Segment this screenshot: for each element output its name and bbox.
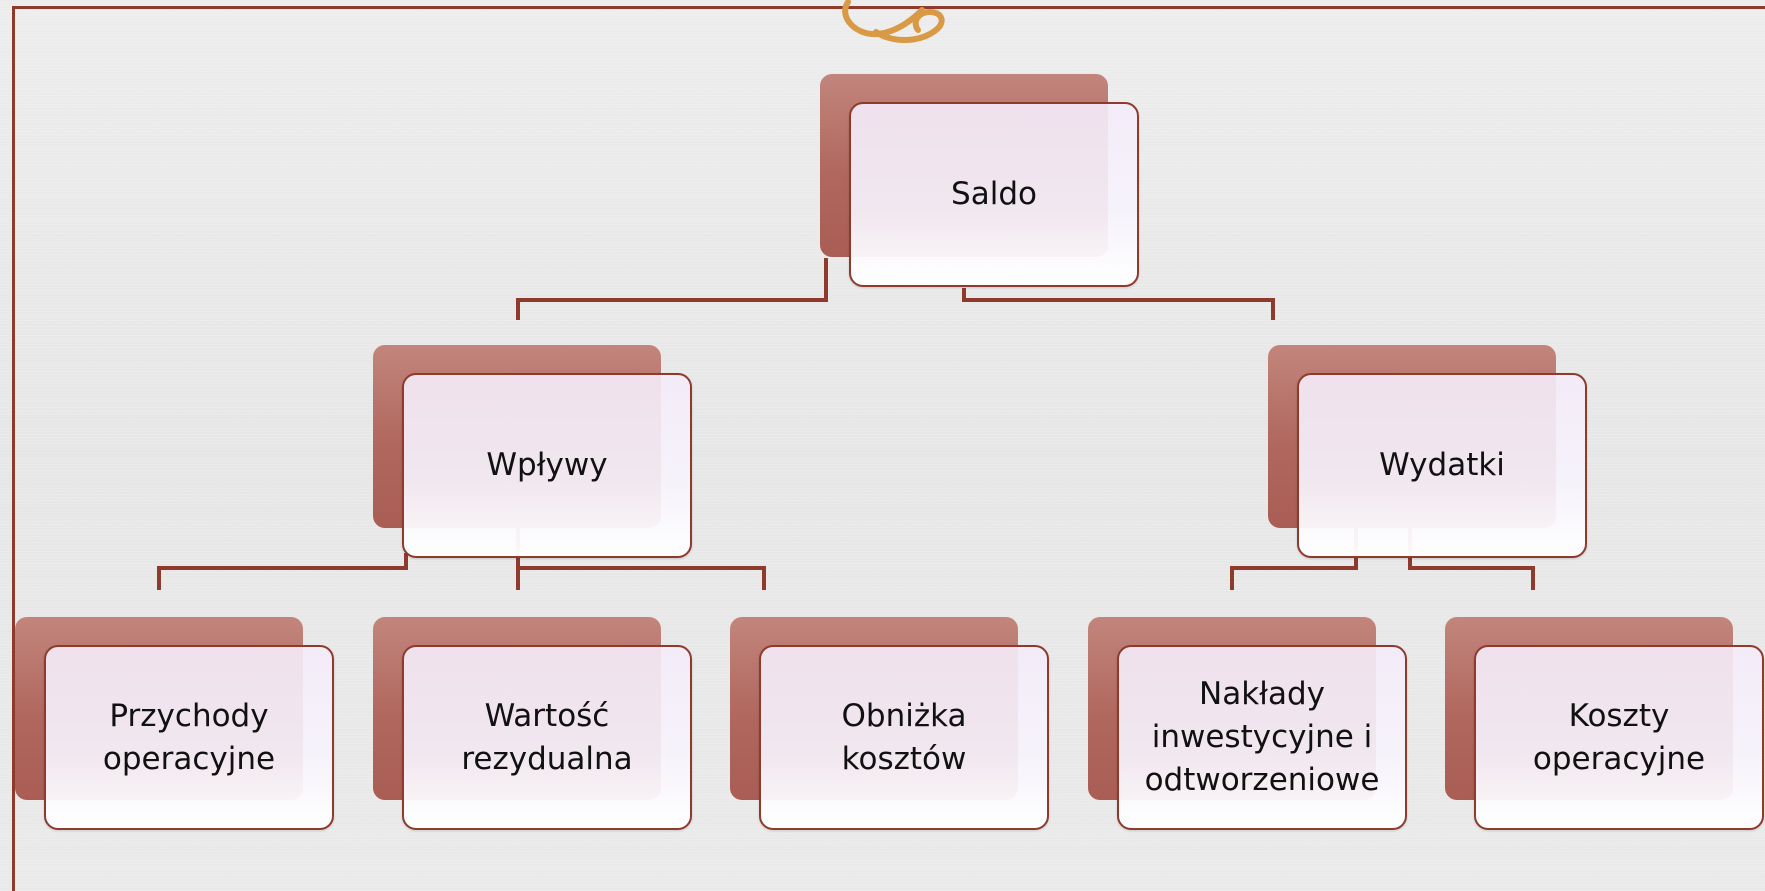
node-obnizka-kosztow: Obniżka kosztów — [730, 617, 1049, 830]
node-card: Wydatki — [1297, 373, 1587, 558]
node-label: Saldo — [951, 176, 1037, 212]
ornament-icon — [842, 0, 945, 43]
node-label: Nakłady inwestycyjne i odtworzeniowe — [1144, 676, 1380, 798]
node-przychody-operacyjne: Przychody operacyjne — [15, 617, 334, 830]
node-card: Koszty operacyjne — [1474, 645, 1764, 830]
node-label: Wpływy — [486, 447, 608, 483]
node-card: Obniżka kosztów — [759, 645, 1049, 830]
node-label: Wydatki — [1379, 447, 1505, 483]
node-saldo: Saldo — [820, 74, 1139, 287]
connector-saldo-wydatki — [962, 288, 1275, 320]
connector-saldo-wplywy — [516, 258, 828, 320]
node-wartosc-rezydualna: Wartość rezydualna — [373, 617, 692, 830]
slide-frame-top — [12, 6, 1765, 9]
node-card: Nakłady inwestycyjne i odtworzeniowe — [1117, 645, 1407, 830]
node-wplywy: Wpływy — [373, 345, 692, 558]
node-card: Przychody operacyjne — [44, 645, 334, 830]
node-label: Przychody operacyjne — [102, 697, 276, 777]
connector-wplywy-obnizka — [516, 566, 766, 590]
node-naklady-inwestycyjne: Nakłady inwestycyjne i odtworzeniowe — [1088, 617, 1407, 830]
connector-wplywy-przychody — [157, 553, 408, 590]
node-wydatki: Wydatki — [1268, 345, 1587, 558]
node-label: Obniżka kosztów — [841, 697, 967, 777]
node-card: Saldo — [849, 102, 1139, 287]
node-label: Wartość rezydualna — [461, 697, 633, 777]
slide-frame-left — [12, 6, 15, 891]
node-koszty-operacyjne: Koszty operacyjne — [1445, 617, 1764, 830]
node-card: Wpływy — [402, 373, 692, 558]
node-label: Koszty operacyjne — [1532, 697, 1706, 777]
node-card: Wartość rezydualna — [402, 645, 692, 830]
